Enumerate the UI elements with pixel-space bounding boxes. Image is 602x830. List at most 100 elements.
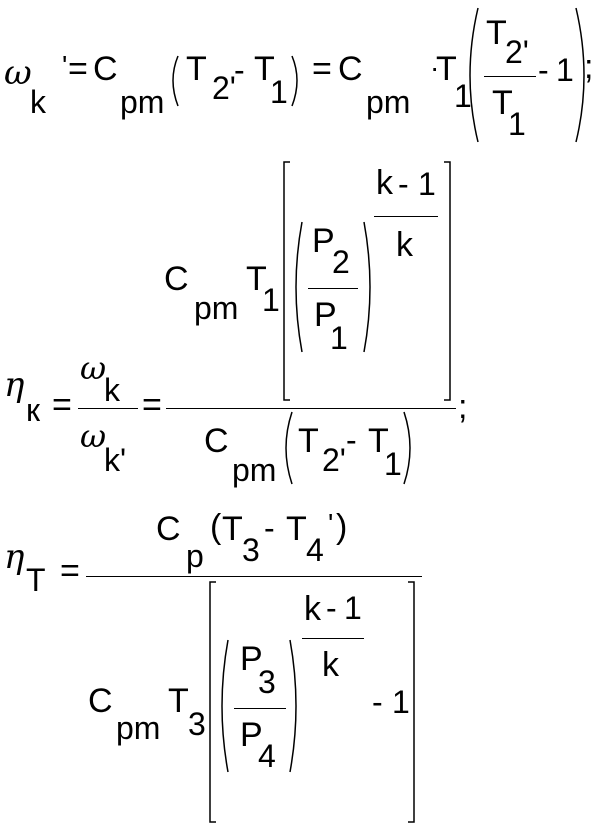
omega-numerator: ω	[80, 349, 107, 387]
left-paren	[295, 221, 303, 353]
right-paren	[289, 639, 297, 773]
right-paren	[291, 55, 298, 107]
t-letter: T	[286, 510, 307, 548]
semicolon: ;	[584, 48, 594, 86]
subscript-2: 2	[332, 244, 350, 280]
omega-denominator-subscript: k'	[104, 442, 127, 478]
pressure-numerator: P	[240, 640, 263, 678]
t-letter: T	[168, 682, 189, 720]
t-letter: T	[368, 422, 389, 460]
close-paren: )	[336, 508, 348, 546]
prime-mark: '	[328, 508, 334, 539]
exponent-one: 1	[344, 590, 362, 626]
t-letter: T	[186, 50, 207, 88]
equals-sign: =	[142, 386, 162, 424]
minus-sign: -	[538, 52, 549, 88]
right-paren	[575, 7, 585, 143]
minus-sign: -	[346, 422, 357, 458]
pressure-numerator: P	[312, 222, 335, 260]
omega-symbol: ω	[4, 53, 32, 93]
exponent-minus: -	[398, 166, 409, 202]
minus-sign: -	[234, 52, 245, 88]
exponent-minus: -	[326, 590, 337, 626]
fraction-bar	[308, 288, 358, 289]
left-bracket	[209, 581, 216, 823]
minus-sign: -	[372, 684, 383, 720]
subscript-1: 1	[384, 446, 402, 482]
right-bracket	[408, 581, 415, 823]
pressure-denominator: P	[240, 716, 263, 754]
fraction-denominator-t: T	[492, 84, 513, 122]
right-paren	[363, 221, 371, 353]
equals-sign: =	[312, 50, 332, 88]
open-paren: (	[210, 508, 222, 546]
cp-letter: C	[204, 422, 229, 460]
main-fraction-bar	[166, 408, 456, 409]
fraction-bar	[484, 76, 536, 77]
cp-subscript: pm	[366, 84, 411, 120]
subscript-2prime: 2'	[322, 442, 346, 478]
equals-sign: =	[68, 50, 88, 88]
omega-subscript: k	[30, 84, 46, 120]
cp-letter: C	[338, 50, 363, 88]
subscript-4: 4	[306, 532, 324, 568]
t-letter: T	[246, 260, 267, 298]
subscript-2prime: 2'	[212, 70, 236, 106]
t-letter: T	[222, 510, 243, 548]
eta-symbol: η	[4, 365, 25, 405]
cp-subscript: pm	[116, 710, 161, 746]
t-letter: T	[254, 50, 275, 88]
exponent-k: k	[322, 646, 339, 684]
main-fraction-bar	[86, 576, 422, 577]
cp-letter: C	[88, 682, 113, 720]
exponent-k: k	[396, 226, 413, 264]
omega-denominator: ω	[80, 417, 107, 455]
cp-subscript: p	[186, 538, 204, 574]
subscript-3: 3	[258, 664, 276, 700]
subscript-1: 1	[330, 320, 348, 356]
left-bracket	[283, 161, 290, 401]
equals-sign: =	[52, 386, 72, 424]
subscript-1: 1	[270, 74, 288, 110]
eta-subscript: к	[26, 392, 40, 428]
cp-letter: C	[156, 510, 181, 548]
left-paren	[221, 639, 229, 773]
omega-numerator-subscript: k	[104, 372, 120, 408]
cp-subscript: pm	[232, 452, 277, 488]
subscript-2prime: 2'	[505, 34, 529, 70]
cp-subscript: pm	[120, 84, 165, 120]
exponent-one: 1	[418, 166, 436, 202]
eta-symbol: η	[4, 537, 25, 577]
multiply-dot: ·	[430, 52, 440, 83]
eta-subscript: T	[26, 562, 46, 598]
subscript-3: 3	[188, 706, 206, 742]
exponent-k: k	[376, 164, 393, 202]
exponent-fraction-bar	[374, 216, 438, 217]
t-letter: T	[436, 50, 457, 88]
numeral-one: 1	[556, 52, 574, 88]
pressure-denominator: P	[314, 296, 337, 334]
right-paren	[403, 411, 411, 485]
left-paren	[285, 411, 293, 485]
numeral-one: 1	[392, 684, 410, 720]
equals-sign: =	[60, 552, 80, 590]
cp-letter: C	[93, 50, 118, 88]
t-letter: T	[298, 422, 319, 460]
subscript-1: 1	[262, 282, 280, 318]
semicolon: ;	[458, 388, 468, 426]
fraction-bar	[234, 708, 286, 709]
minus-sign: -	[264, 510, 275, 546]
exponent-k: k	[304, 590, 321, 628]
cp-subscript: pm	[194, 290, 239, 326]
subscript-1: 1	[508, 106, 526, 142]
subscript-1: 1	[454, 78, 472, 114]
subscript-4: 4	[258, 738, 276, 774]
left-paren	[172, 55, 179, 107]
subscript-3: 3	[242, 532, 260, 568]
right-bracket	[444, 161, 451, 401]
fraction-bar	[78, 408, 138, 409]
cp-letter: C	[164, 260, 189, 298]
fraction-numerator-t: T	[486, 14, 507, 52]
